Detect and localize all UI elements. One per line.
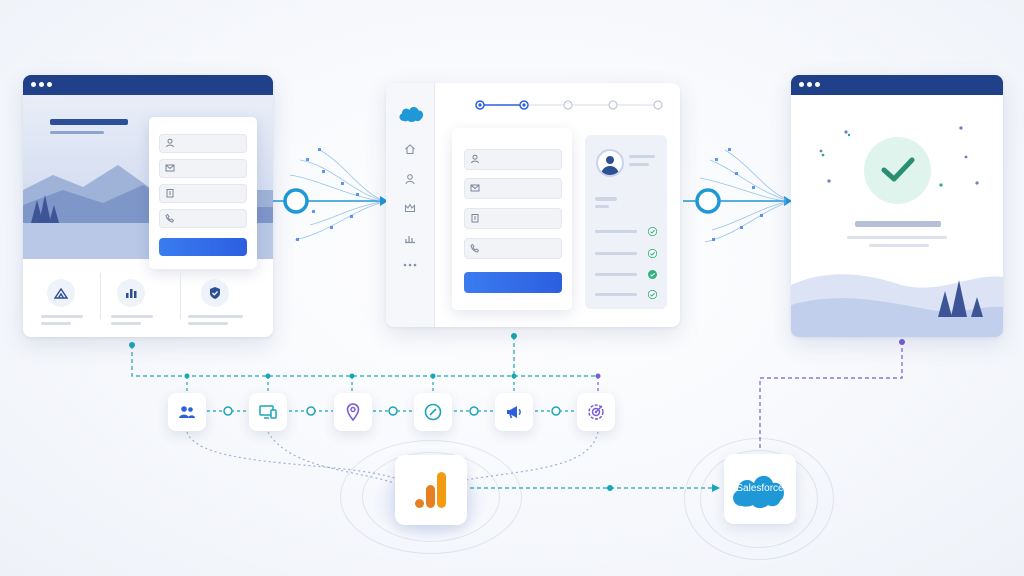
- user-icon: [166, 138, 174, 148]
- progress-stepper: [475, 100, 663, 110]
- window-titlebar: [23, 75, 273, 95]
- node-devices[interactable]: [249, 393, 287, 431]
- phone-icon: [165, 213, 175, 223]
- home-icon[interactable]: [404, 143, 416, 155]
- crm-lead-form: [452, 128, 572, 310]
- check-icon: [648, 249, 657, 258]
- node-campaigns[interactable]: [495, 393, 533, 431]
- building-icon: [166, 189, 174, 198]
- node-navigation[interactable]: [414, 393, 452, 431]
- shield-icon: [210, 287, 220, 299]
- users-icon: [179, 406, 195, 418]
- landing-page-window: [23, 75, 273, 337]
- company-field[interactable]: [464, 208, 562, 229]
- confetti-dots: [819, 126, 979, 187]
- devices-icon: [259, 405, 277, 419]
- lead-form: [149, 117, 257, 269]
- phone-field[interactable]: [464, 238, 562, 259]
- node-location[interactable]: [334, 393, 372, 431]
- google-analytics-icon: [415, 472, 446, 508]
- phone-field[interactable]: [159, 209, 247, 228]
- crm-form-window: [386, 83, 680, 327]
- feature-analytics: [117, 279, 145, 307]
- phone-icon: [470, 243, 480, 253]
- salesforce-label: Salesforce: [736, 483, 784, 494]
- email-field[interactable]: [159, 159, 247, 178]
- mail-icon: [470, 184, 480, 192]
- avatar: [596, 149, 624, 177]
- submit-button[interactable]: [464, 272, 562, 293]
- more-icon[interactable]: [403, 263, 417, 267]
- name-field[interactable]: [159, 134, 247, 153]
- checkmark-icon: [881, 157, 915, 182]
- feature-security: [201, 279, 229, 307]
- user-icon[interactable]: [404, 173, 416, 185]
- hero-subtitle-bar: [50, 131, 104, 134]
- building-icon: [471, 214, 479, 223]
- success-badge: [864, 137, 931, 204]
- contact-profile-panel: [585, 135, 667, 309]
- google-analytics-node[interactable]: [395, 455, 467, 525]
- crown-icon[interactable]: [404, 202, 416, 214]
- features-row: [23, 259, 273, 337]
- success-title-bar: [855, 221, 941, 227]
- check-icon: [648, 227, 657, 236]
- node-audience[interactable]: [168, 393, 206, 431]
- success-subtitle-bar: [847, 236, 947, 239]
- mountain-icon: [54, 287, 68, 299]
- landscape-illustration: [791, 274, 1003, 337]
- bar-chart-icon: [126, 289, 137, 298]
- bar-chart-icon[interactable]: [404, 232, 416, 244]
- megaphone-icon: [507, 406, 521, 419]
- crm-sidebar: [386, 83, 435, 327]
- success-page-window: [791, 75, 1003, 337]
- check-icon: [648, 290, 657, 299]
- check-icon: [648, 270, 657, 279]
- salesforce-cloud-icon[interactable]: [397, 103, 425, 123]
- hero-title-bar: [50, 119, 128, 125]
- window-titlebar: [791, 75, 1003, 95]
- feature-mountain: [47, 279, 75, 307]
- user-icon: [471, 154, 479, 164]
- node-conversion[interactable]: [577, 393, 615, 431]
- salesforce-cloud-icon: [733, 475, 784, 508]
- mail-icon: [165, 164, 175, 172]
- email-field[interactable]: [464, 178, 562, 199]
- salesforce-node[interactable]: Salesforce: [724, 454, 796, 524]
- name-field[interactable]: [464, 149, 562, 170]
- company-field[interactable]: [159, 184, 247, 203]
- submit-button[interactable]: [159, 238, 247, 256]
- location-pin-icon: [346, 403, 360, 422]
- target-icon: [588, 404, 604, 420]
- compass-icon: [424, 403, 442, 421]
